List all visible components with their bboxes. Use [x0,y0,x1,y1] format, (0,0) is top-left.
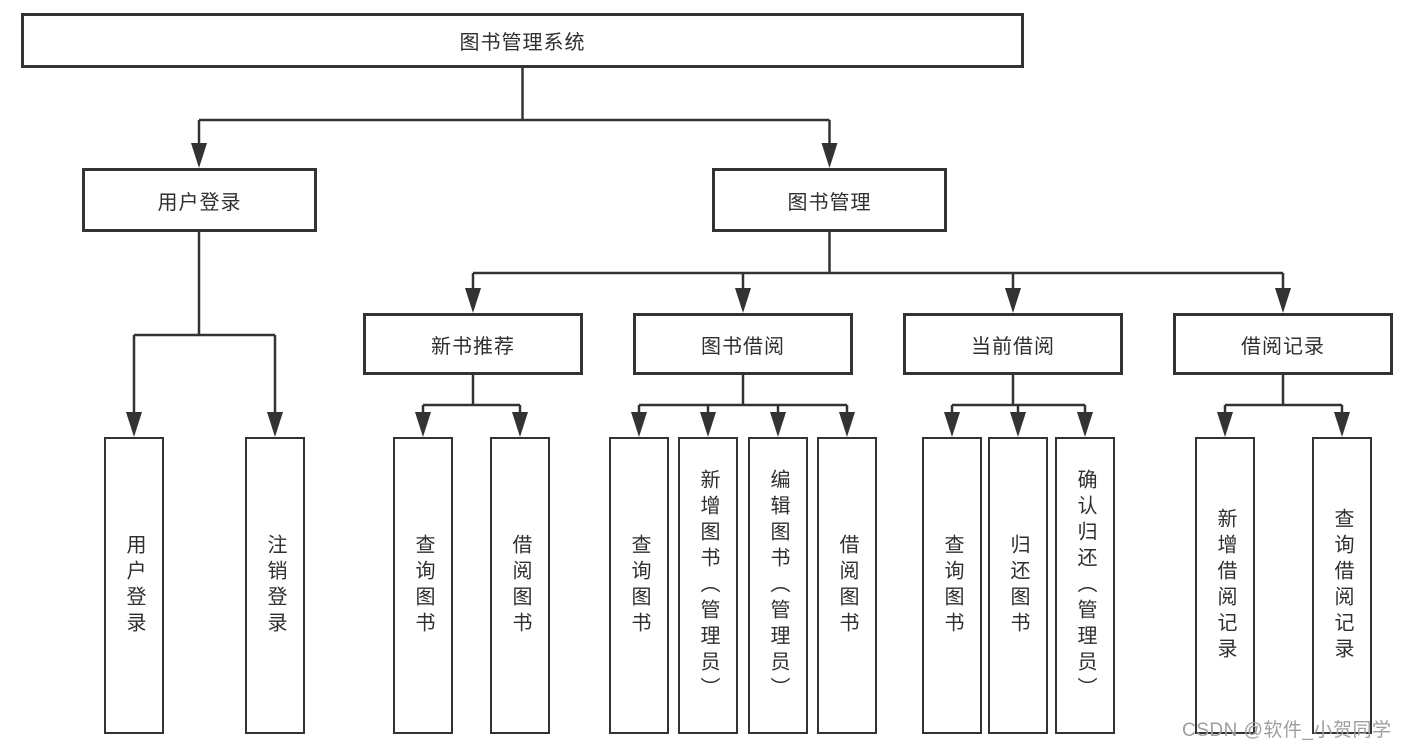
node-label: 编辑图书（管理员） [767,468,789,703]
node-label: 当前借阅 [971,335,1055,358]
node-label: 查询图书 [412,533,434,638]
node-label: 查询借阅记录 [1331,507,1353,664]
node-label: 图书管理系统 [459,32,586,54]
node-label: 图书管理 [787,191,872,214]
leaf-query-books-under-recommendation: 查询图书 [393,437,453,734]
node-library-management-system: 图书管理系统 [21,13,1024,68]
node-label: 借阅图书 [509,533,531,638]
node-borrowing-records: 借阅记录 [1173,313,1393,375]
node-label: 新增借阅记录 [1214,507,1236,664]
leaf-query-books-under-borrowing: 查询图书 [609,437,669,734]
node-user-login: 用户登录 [82,168,317,232]
node-label: 图书借阅 [701,335,785,358]
node-label: 用户登录 [123,533,145,638]
leaf-query-borrowing-record: 查询借阅记录 [1312,437,1372,734]
node-label: 用户登录 [157,191,242,214]
leaf-borrow-books-under-recommendation: 借阅图书 [490,437,550,734]
leaf-edit-books-admin: 编辑图书（管理员） [748,437,808,734]
node-current-borrowing: 当前借阅 [903,313,1123,375]
leaf-borrow-books-under-borrowing: 借阅图书 [817,437,877,734]
leaf-user-login: 用户登录 [104,437,164,734]
node-label: 新增图书（管理员） [697,468,719,703]
node-book-management: 图书管理 [712,168,947,232]
arrowheads [126,143,1350,437]
node-label: 借阅图书 [836,533,858,638]
csdn-watermark: CSDN @软件_小贺同学 [1182,720,1392,741]
node-label: 新书推荐 [431,335,515,358]
node-new-book-recommendation: 新书推荐 [363,313,583,375]
node-label: 借阅记录 [1241,335,1325,358]
leaf-return-books: 归还图书 [988,437,1048,734]
leaf-logout: 注销登录 [245,437,305,734]
leaf-confirm-return-admin: 确认归还（管理员） [1055,437,1115,734]
leaf-add-borrowing-record: 新增借阅记录 [1195,437,1255,734]
node-label: 归还图书 [1007,533,1029,638]
leaf-add-books-admin: 新增图书（管理员） [678,437,738,734]
node-label: 确认归还（管理员） [1074,468,1096,703]
node-label: 注销登录 [264,533,286,638]
node-label: 查询图书 [628,533,650,638]
node-book-borrowing: 图书借阅 [633,313,853,375]
node-label: 查询图书 [941,533,963,638]
leaf-query-books-under-current: 查询图书 [922,437,982,734]
